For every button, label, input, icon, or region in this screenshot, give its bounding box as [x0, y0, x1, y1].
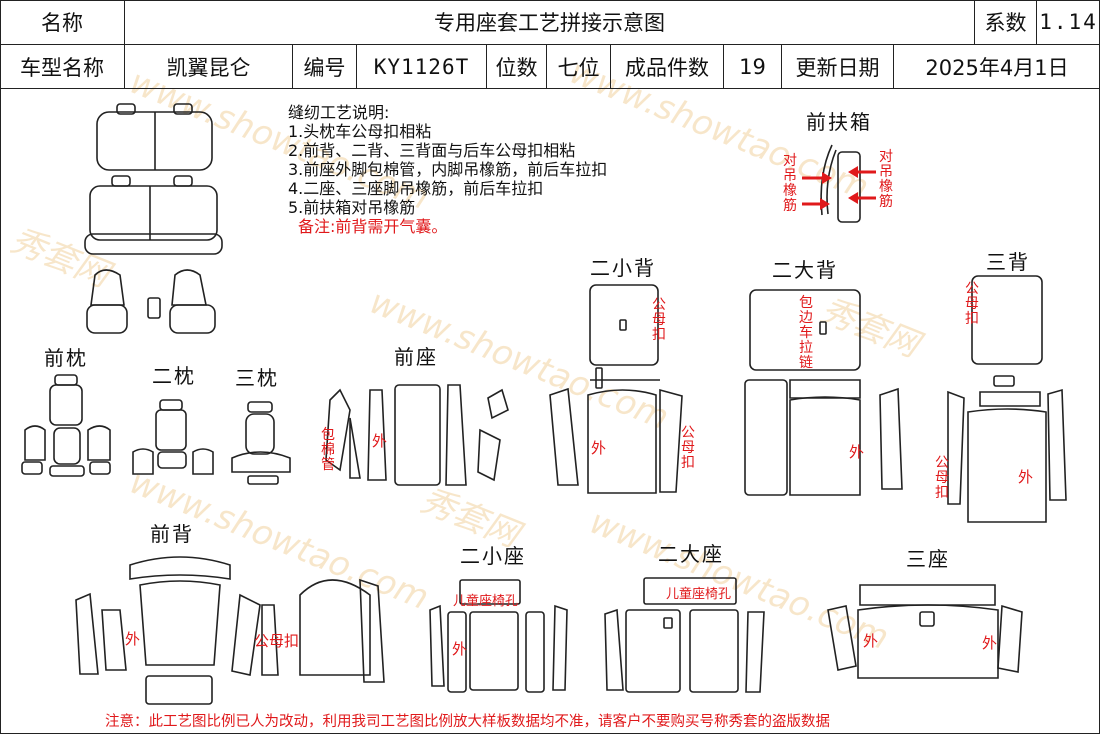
label-front-headrest: 前枕 — [44, 346, 88, 370]
label-third-seat: 三座 — [906, 547, 950, 571]
label-second-large-seat: 二大座 — [658, 542, 724, 566]
code-label: 编号 — [293, 45, 357, 89]
car-label: 车型名称 — [0, 45, 125, 89]
second-small-back-drawing — [549, 284, 683, 494]
label-front-back: 前背 — [150, 522, 194, 546]
note-item: 2.前背、二背、三背面与后车公母扣相粘 — [288, 141, 576, 160]
seats-label: 位数 — [487, 45, 547, 89]
coef-label: 系数 — [975, 0, 1037, 45]
coef-value: 1.14 — [1037, 0, 1100, 45]
third-seat-drawing — [827, 584, 1023, 679]
mark-snap-small-back-side: 公母扣 — [681, 425, 695, 471]
notes-remark: 备注:前背需开气囊。 — [298, 217, 448, 236]
mark-pair-elastic-right: 对吊橡筋 — [879, 149, 893, 210]
mark-outer-front-seat: 外 — [372, 432, 388, 450]
mark-snap-front-back: 公母扣 — [254, 632, 300, 650]
mark-outer-third-back: 外 — [1018, 468, 1034, 486]
third-back-drawing — [947, 275, 1067, 523]
mark-pair-elastic-left: 对吊橡筋 — [783, 153, 797, 214]
date-value: 2025年4月1日 — [894, 45, 1100, 89]
mark-cotton-tube: 包棉管 — [321, 427, 335, 473]
mark-outer-third-seat-right: 外 — [982, 634, 998, 652]
notes-title: 缝纫工艺说明: — [288, 103, 390, 122]
mark-child-seat-hole-small: 儿童座椅孔 — [453, 594, 519, 609]
third-headrest-drawing — [231, 401, 291, 485]
note-item: 5.前扶箱对吊橡筋 — [288, 198, 416, 217]
footer-notice: 注意：此工艺图比例已人为改动，利用我司工艺图比例放大样板数据均不准，请客户不要购… — [105, 714, 830, 730]
mark-edge-pull: 包边车拉链 — [799, 295, 813, 371]
label-second-small-seat: 二小座 — [460, 544, 526, 568]
sewing-notes: 缝纫工艺说明: 1.头枕车公母扣相粘 2.前背、二背、三背面与后车公母扣相粘 3… — [288, 103, 607, 236]
front-headrest-drawing — [21, 374, 111, 477]
mark-outer-third-seat-left: 外 — [863, 632, 879, 650]
label-front-seat: 前座 — [394, 345, 438, 369]
label-second-large-back: 二大背 — [772, 258, 838, 282]
second-large-back-drawing — [744, 289, 903, 496]
mark-snap-third-back-side: 公母扣 — [935, 455, 949, 501]
mark-outer-small-seat: 外 — [452, 640, 468, 658]
front-seat-drawing — [325, 384, 509, 486]
label-third-headrest: 三枕 — [235, 366, 279, 390]
car-value: 凯翼昆仑 — [125, 45, 293, 89]
pieces-value: 19 — [724, 45, 782, 89]
note-item: 4.二座、三座脚吊橡筋，前后车拉扣 — [288, 179, 544, 198]
second-small-seat-drawing — [429, 579, 568, 693]
pieces-label: 成品件数 — [611, 45, 724, 89]
code-value: KY1126T — [357, 45, 487, 89]
name-label: 名称 — [0, 0, 125, 45]
mark-snap-third-back: 公母扣 — [965, 281, 979, 327]
label-second-small-back: 二小背 — [590, 256, 656, 280]
label-front-armrest: 前扶箱 — [806, 110, 872, 134]
seats-value: 七位 — [547, 45, 611, 89]
note-item: 3.前座外脚包棉管，内脚吊橡筋，前后车拉扣 — [288, 160, 608, 179]
front-back-drawing — [75, 556, 385, 705]
note-item: 1.头枕车公母扣相粘 — [288, 122, 432, 141]
seat-overview-drawing — [84, 103, 223, 334]
second-headrest-drawing — [132, 399, 214, 475]
document-title: 专用座套工艺拼接示意图 — [125, 0, 975, 45]
label-second-headrest: 二枕 — [152, 364, 196, 388]
mark-snap-small-back: 公母扣 — [652, 297, 666, 343]
second-large-seat-drawing — [604, 577, 765, 693]
label-third-back: 三背 — [986, 250, 1030, 274]
mark-outer-small-back: 外 — [591, 439, 607, 457]
date-label: 更新日期 — [782, 45, 894, 89]
mark-child-seat-hole-large: 儿童座椅孔 — [666, 587, 732, 602]
mark-outer-large-back: 外 — [849, 443, 865, 461]
mark-outer-front-back: 外 — [125, 630, 141, 648]
